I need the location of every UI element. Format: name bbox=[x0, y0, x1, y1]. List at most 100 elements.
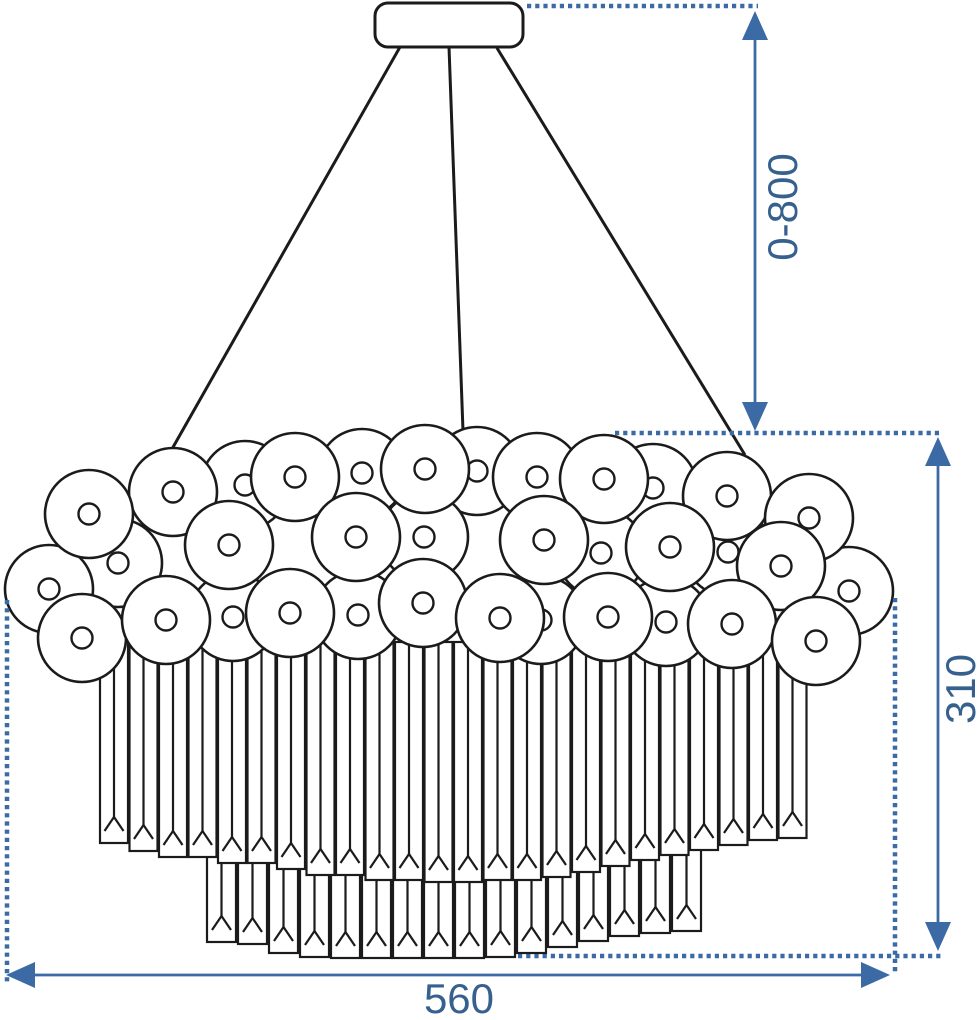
prism-facet-line bbox=[457, 855, 469, 871]
prism-facet-line bbox=[585, 845, 597, 861]
prism-facet-line bbox=[654, 906, 666, 922]
prism-facet-line bbox=[221, 836, 233, 852]
prism-facet-line bbox=[499, 930, 511, 946]
fixture-height-dimension-label: 310 bbox=[937, 654, 979, 724]
prism-facet-line bbox=[575, 845, 587, 861]
glass-ball-center bbox=[837, 579, 861, 603]
glass-ball-center bbox=[346, 603, 370, 627]
glass-ball-center bbox=[106, 551, 130, 575]
prism-facet-line bbox=[192, 830, 204, 846]
prism-facet-line bbox=[290, 842, 302, 858]
fixture-height-line-arrow-up bbox=[925, 437, 951, 466]
glass-ball-center bbox=[589, 541, 613, 565]
glass-ball-center bbox=[77, 502, 101, 526]
glass-ball-center bbox=[37, 577, 61, 601]
glass-ball-center bbox=[658, 535, 682, 559]
glass-ball-center bbox=[413, 457, 437, 481]
prism-facet-line bbox=[782, 811, 794, 827]
prism-facet-line bbox=[552, 920, 564, 936]
prism-facet-line bbox=[732, 818, 744, 834]
hanging-height-line-arrow-up bbox=[742, 11, 768, 40]
hanging-height-line-arrow-down bbox=[742, 402, 768, 431]
glass-ball-center bbox=[804, 629, 828, 653]
glass-ball-center bbox=[412, 525, 436, 549]
prism-facet-line bbox=[251, 917, 263, 933]
glass-ball-center bbox=[217, 533, 241, 557]
prism-facet-line bbox=[335, 931, 347, 947]
prism-facet-line bbox=[172, 830, 184, 846]
prism-facet-line bbox=[280, 842, 292, 858]
prism-facet-line bbox=[583, 914, 595, 930]
hanging-height-dimension-label: 0-800 bbox=[759, 153, 806, 260]
prism-facet-line bbox=[319, 848, 331, 864]
prism-facet-line bbox=[673, 828, 685, 844]
prism-facet-line bbox=[437, 931, 449, 947]
prism-facet-line bbox=[304, 930, 316, 946]
glass-ball-center bbox=[344, 525, 368, 549]
glass-ball-center bbox=[278, 601, 302, 625]
prism-facet-line bbox=[428, 855, 440, 871]
prism-facet-line bbox=[260, 836, 272, 852]
fixture-height-line-arrow-down bbox=[925, 922, 951, 951]
prism-facet-line bbox=[516, 853, 528, 869]
prism-facet-line bbox=[521, 926, 533, 942]
prism-facet-line bbox=[251, 836, 263, 852]
prism-facet-line bbox=[752, 813, 764, 829]
suspension-wire bbox=[447, 46, 465, 432]
glass-ball-center bbox=[654, 610, 678, 634]
prism-facet-line bbox=[487, 853, 499, 869]
prism-facet-line bbox=[605, 839, 617, 855]
glass-ball-center bbox=[161, 480, 185, 504]
glass-ball-center bbox=[720, 612, 744, 636]
prism-facet-line bbox=[623, 909, 635, 925]
prism-facet-line bbox=[762, 813, 774, 829]
prism-facet-line bbox=[408, 853, 420, 869]
prism-facet-line bbox=[459, 931, 471, 947]
prism-facet-line bbox=[703, 823, 715, 839]
prism-facet-line bbox=[496, 853, 508, 869]
prism-facet-line bbox=[685, 904, 697, 920]
prism-facet-line bbox=[375, 931, 387, 947]
prism-facet-line bbox=[242, 917, 254, 933]
prism-facet-line bbox=[273, 926, 285, 942]
prism-facet-line bbox=[791, 811, 803, 827]
glass-ball-center bbox=[592, 467, 616, 491]
prism-facet-line bbox=[530, 926, 542, 942]
glass-ball-center bbox=[715, 484, 739, 508]
glass-ball-center bbox=[769, 554, 793, 578]
prism-facet-line bbox=[344, 931, 356, 947]
prism-facet-line bbox=[103, 816, 115, 832]
prism-facet-line bbox=[339, 848, 351, 864]
prism-facet-line bbox=[113, 816, 125, 832]
prism-facet-line bbox=[592, 914, 604, 930]
prism-facet-line bbox=[490, 930, 502, 946]
prism-facet-line bbox=[282, 926, 294, 942]
glass-ball-center bbox=[350, 461, 374, 485]
glass-ball-center bbox=[221, 605, 245, 629]
suspension-wire bbox=[495, 47, 747, 456]
prism-facet-line bbox=[201, 830, 213, 846]
prism-facet-line bbox=[133, 824, 145, 840]
glass-ball-center bbox=[411, 591, 435, 615]
drawing-layer bbox=[3, 1, 951, 988]
prism-facet-line bbox=[310, 848, 322, 864]
fixture-width-dimension-label: 560 bbox=[424, 975, 494, 1020]
prism-facet-line bbox=[313, 930, 325, 946]
prism-facet-line bbox=[546, 850, 558, 866]
prism-facet-line bbox=[664, 828, 676, 844]
glass-ball-center bbox=[716, 540, 740, 564]
prism-facet-line bbox=[349, 848, 361, 864]
glass-ball-center bbox=[525, 465, 549, 489]
glass-ball-center bbox=[154, 608, 178, 632]
prism-facet-line bbox=[366, 931, 378, 947]
prism-facet-line bbox=[211, 915, 223, 931]
prism-facet-line bbox=[378, 853, 390, 869]
glass-ball-center bbox=[797, 506, 821, 530]
prism-facet-line bbox=[526, 853, 538, 869]
suspension-wire bbox=[170, 46, 402, 450]
glass-ball-center bbox=[488, 606, 512, 630]
prism-facet-line bbox=[645, 906, 657, 922]
prism-facet-line bbox=[231, 836, 243, 852]
